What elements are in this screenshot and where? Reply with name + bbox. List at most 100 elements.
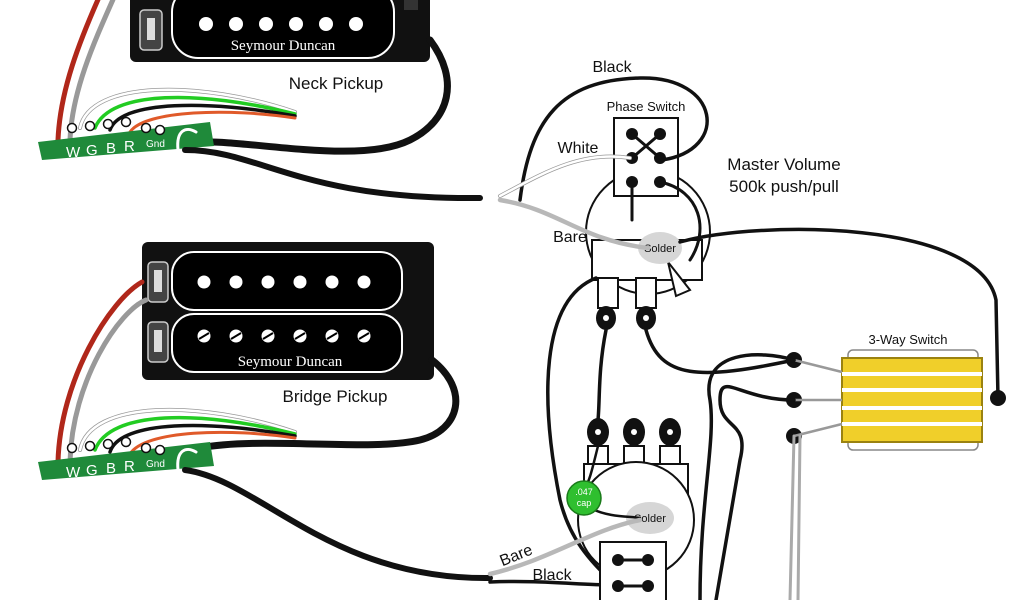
neck-bare-lead bbox=[67, 0, 116, 143]
terminal-label-r: R bbox=[124, 458, 135, 475]
volume-lug bbox=[635, 277, 657, 309]
master-volume-label: Master Volume bbox=[727, 155, 840, 174]
capacitor-label: cap bbox=[577, 498, 592, 508]
switch-bare-down-wire-2 bbox=[796, 434, 802, 600]
bridge-leads bbox=[55, 279, 460, 465]
neck-white-lead bbox=[78, 88, 297, 130]
phase-switch: Phase Switch bbox=[607, 99, 686, 197]
pole-piece bbox=[261, 275, 275, 289]
bridge-pickup-label: Bridge Pickup bbox=[283, 387, 388, 406]
tone-push-pull-switch bbox=[599, 541, 667, 600]
solder-pad bbox=[140, 122, 152, 134]
terminal-label-w: W bbox=[66, 464, 81, 481]
switch-contacts bbox=[842, 372, 982, 426]
solder-pad bbox=[154, 444, 166, 456]
pole-piece bbox=[259, 17, 273, 31]
bridge-black-lead bbox=[108, 423, 297, 454]
volume-to-tone-wire bbox=[596, 328, 608, 422]
bare-wire-top bbox=[497, 197, 651, 251]
white-wire-label: White bbox=[558, 140, 599, 157]
neck-board bbox=[38, 122, 214, 160]
solder-blob-top bbox=[638, 232, 682, 264]
bridge-green-lead bbox=[93, 415, 297, 452]
terminal-label-w: W bbox=[66, 144, 81, 161]
pole-piece bbox=[197, 275, 211, 289]
tone-capacitor: .047 cap bbox=[566, 444, 642, 520]
neck-terminal-board: W G B R Gnd bbox=[38, 116, 214, 161]
bridge-pickup-coil-bottom bbox=[171, 313, 403, 373]
switch-to-tone-wire bbox=[714, 385, 796, 600]
bridge-pickup-brand: Seymour Duncan bbox=[238, 354, 343, 370]
neck-pickup-label: Neck Pickup bbox=[289, 74, 383, 93]
bridge-output-cable bbox=[196, 356, 460, 452]
push-pull-body bbox=[599, 541, 667, 600]
volume-ground-tab bbox=[667, 261, 692, 298]
pole-piece bbox=[349, 17, 363, 31]
neck-red-lead-short bbox=[128, 110, 297, 134]
bridge-pickup-coil-top bbox=[171, 251, 403, 311]
neck-leads bbox=[55, 0, 451, 155]
neck-pickup-cover bbox=[171, 0, 395, 59]
solder-pad bbox=[66, 122, 78, 134]
black-wire-label-top: Black bbox=[592, 59, 632, 76]
phase-switch-label: Phase Switch bbox=[607, 99, 686, 114]
terminal-label-b: B bbox=[106, 140, 116, 157]
neck-main-cable bbox=[182, 147, 483, 202]
bare-wire-label-top: Bare bbox=[553, 229, 587, 246]
solder-pad bbox=[154, 124, 166, 136]
neck-mounting-tab-right bbox=[404, 0, 418, 10]
white-wire bbox=[498, 155, 632, 198]
solder-pad bbox=[120, 116, 132, 128]
neck-pickup-brand: Seymour Duncan bbox=[231, 38, 336, 54]
bridge-pickup: Seymour Duncan Bridge Pickup bbox=[142, 242, 434, 406]
bridge-mounting-screw bbox=[154, 270, 162, 292]
volume-lugs bbox=[596, 277, 657, 330]
bridge-white-lead bbox=[78, 408, 297, 452]
master-volume-spec: 500k push/pull bbox=[729, 177, 839, 196]
pole-piece bbox=[229, 17, 243, 31]
bridge-screw-slots bbox=[198, 332, 370, 340]
phase-black-wire bbox=[518, 76, 709, 202]
phase-switch-crossover bbox=[630, 132, 662, 160]
neck-red-lead bbox=[55, 0, 101, 143]
bare-wire-bottom bbox=[487, 517, 643, 577]
bridge-main-cable bbox=[182, 467, 493, 582]
neck-gnd-loop bbox=[176, 127, 198, 152]
three-way-switch: 3-Way Switch bbox=[786, 332, 1006, 451]
terminal-label-gnd: Gnd bbox=[146, 459, 165, 470]
neck-pickup-poles bbox=[199, 17, 363, 31]
terminal-label-r: R bbox=[124, 138, 135, 155]
bridge-red-lead bbox=[55, 279, 145, 465]
neck-pickup: Seymour Duncan Neck Pickup bbox=[130, 0, 430, 93]
switch-body bbox=[841, 357, 983, 443]
switch-bare-down-wire bbox=[788, 434, 796, 600]
pot-to-switch-wire bbox=[644, 328, 796, 375]
pole-piece bbox=[289, 17, 303, 31]
phase-to-pot-wire-2 bbox=[658, 180, 702, 262]
capacitor-value: .047 bbox=[575, 487, 593, 497]
solder-pad bbox=[84, 120, 96, 132]
neck-green-lead bbox=[93, 95, 297, 130]
bridge-gnd-loop bbox=[176, 447, 198, 472]
pole-piece bbox=[319, 17, 333, 31]
bridge-bare-lead bbox=[67, 297, 149, 465]
solder-pad bbox=[66, 442, 78, 454]
terminal-label-gnd: Gnd bbox=[146, 139, 165, 150]
pole-piece bbox=[293, 275, 307, 289]
terminal-label-b: B bbox=[106, 460, 116, 477]
black-wire-label-bottom: Black bbox=[532, 567, 572, 584]
neck-mounting-screw bbox=[147, 18, 155, 40]
solder-blob-bottom bbox=[626, 502, 674, 534]
bridge-mounting-screw bbox=[154, 330, 162, 352]
bridge-board bbox=[38, 442, 214, 480]
volume-lug bbox=[597, 277, 619, 309]
solder-pad bbox=[140, 442, 152, 454]
pole-piece bbox=[229, 275, 243, 289]
bridge-terminal-board: W G B R Gnd bbox=[38, 436, 214, 481]
tone-lugs bbox=[587, 418, 681, 467]
pole-piece bbox=[199, 17, 213, 31]
pole-piece bbox=[357, 275, 371, 289]
solder-label-bottom: Solder bbox=[634, 513, 666, 525]
bridge-red-lead-short bbox=[128, 430, 297, 456]
